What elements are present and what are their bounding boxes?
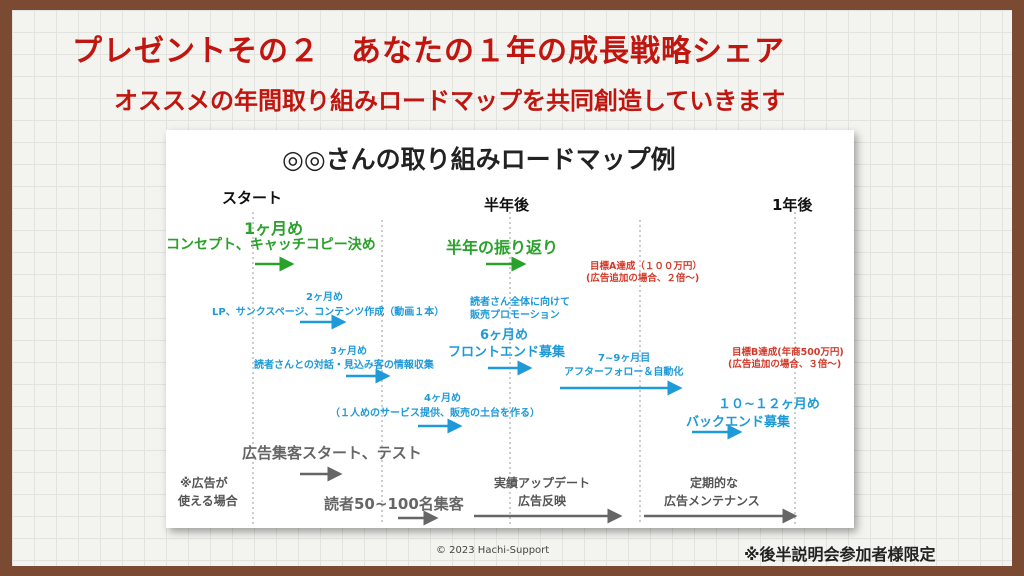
slide-title: プレゼントその２ あなたの１年の成長戦略シェア	[72, 34, 785, 69]
ad-note-line1: ※広告が	[180, 476, 228, 490]
goal-b-line1: 目標B達成(年商500万円)	[732, 347, 844, 358]
month1-label: 1ヶ月め	[244, 219, 304, 238]
ad-note-line2: 使える場合	[178, 494, 238, 508]
limited-note: ※後半説明会参加者様限定	[744, 545, 936, 564]
month7-9-label: 7~9ヶ月目	[598, 353, 651, 364]
month4-label: 4ヶ月め	[424, 393, 461, 404]
update-line1: 実績アップデート	[494, 476, 591, 490]
milestone-year: 1年後	[772, 196, 813, 214]
roadmap-title: ◎◎さんの取り組みロードマップ例	[282, 145, 676, 174]
maintenance-line1: 定期的な	[690, 476, 739, 490]
ad-start: 広告集客スタート、テスト	[242, 444, 422, 462]
maintenance-line2: 広告メンテナンス	[664, 494, 760, 508]
milestone-half: 半年後	[484, 196, 530, 214]
milestone-start: スタート	[222, 189, 283, 207]
month6-text: フロントエンド募集	[448, 345, 566, 360]
readers-recruit: 読者50~100名集客	[324, 495, 464, 513]
month4-text: （１人めのサービス提供、販売の土台を作る）	[330, 408, 540, 419]
goal-b-line2: (広告追加の場合、３倍〜)	[728, 359, 842, 370]
month3-text: 読者さんとの対話・見込み客の情報収集	[254, 360, 434, 371]
update-line2: 広告反映	[518, 494, 567, 508]
reader-promo-line1: 読者さん全体に向けて	[470, 297, 570, 308]
month10-12-label: １０~１２ヶ月め	[718, 397, 820, 412]
month2-label: 2ヶ月め	[306, 292, 343, 303]
copyright: © 2023 Hachi-Support	[436, 545, 550, 556]
month1-text: コンセプト、キャッチコピー決め	[166, 237, 376, 253]
slide-subtitle: オススメの年間取り組みロードマップを共同創造していきます	[114, 87, 786, 115]
goal-a-line1: 目標A達成（１００万円）	[590, 261, 702, 272]
month6-label: 6ヶ月め	[480, 328, 529, 343]
goal-a-line2: (広告追加の場合、２倍〜)	[586, 273, 700, 284]
half-review: 半年の振り返り	[446, 238, 559, 257]
month2-text: LP、サンクスページ、コンテンツ作成（動画１本）	[212, 307, 445, 318]
month3-label: 3ヶ月め	[330, 346, 367, 357]
month7-9-text: アフターフォロー＆自動化	[564, 367, 684, 378]
month10-12-text: バックエンド募集	[686, 415, 791, 430]
reader-promo-line2: 販売プロモーション	[470, 310, 560, 321]
